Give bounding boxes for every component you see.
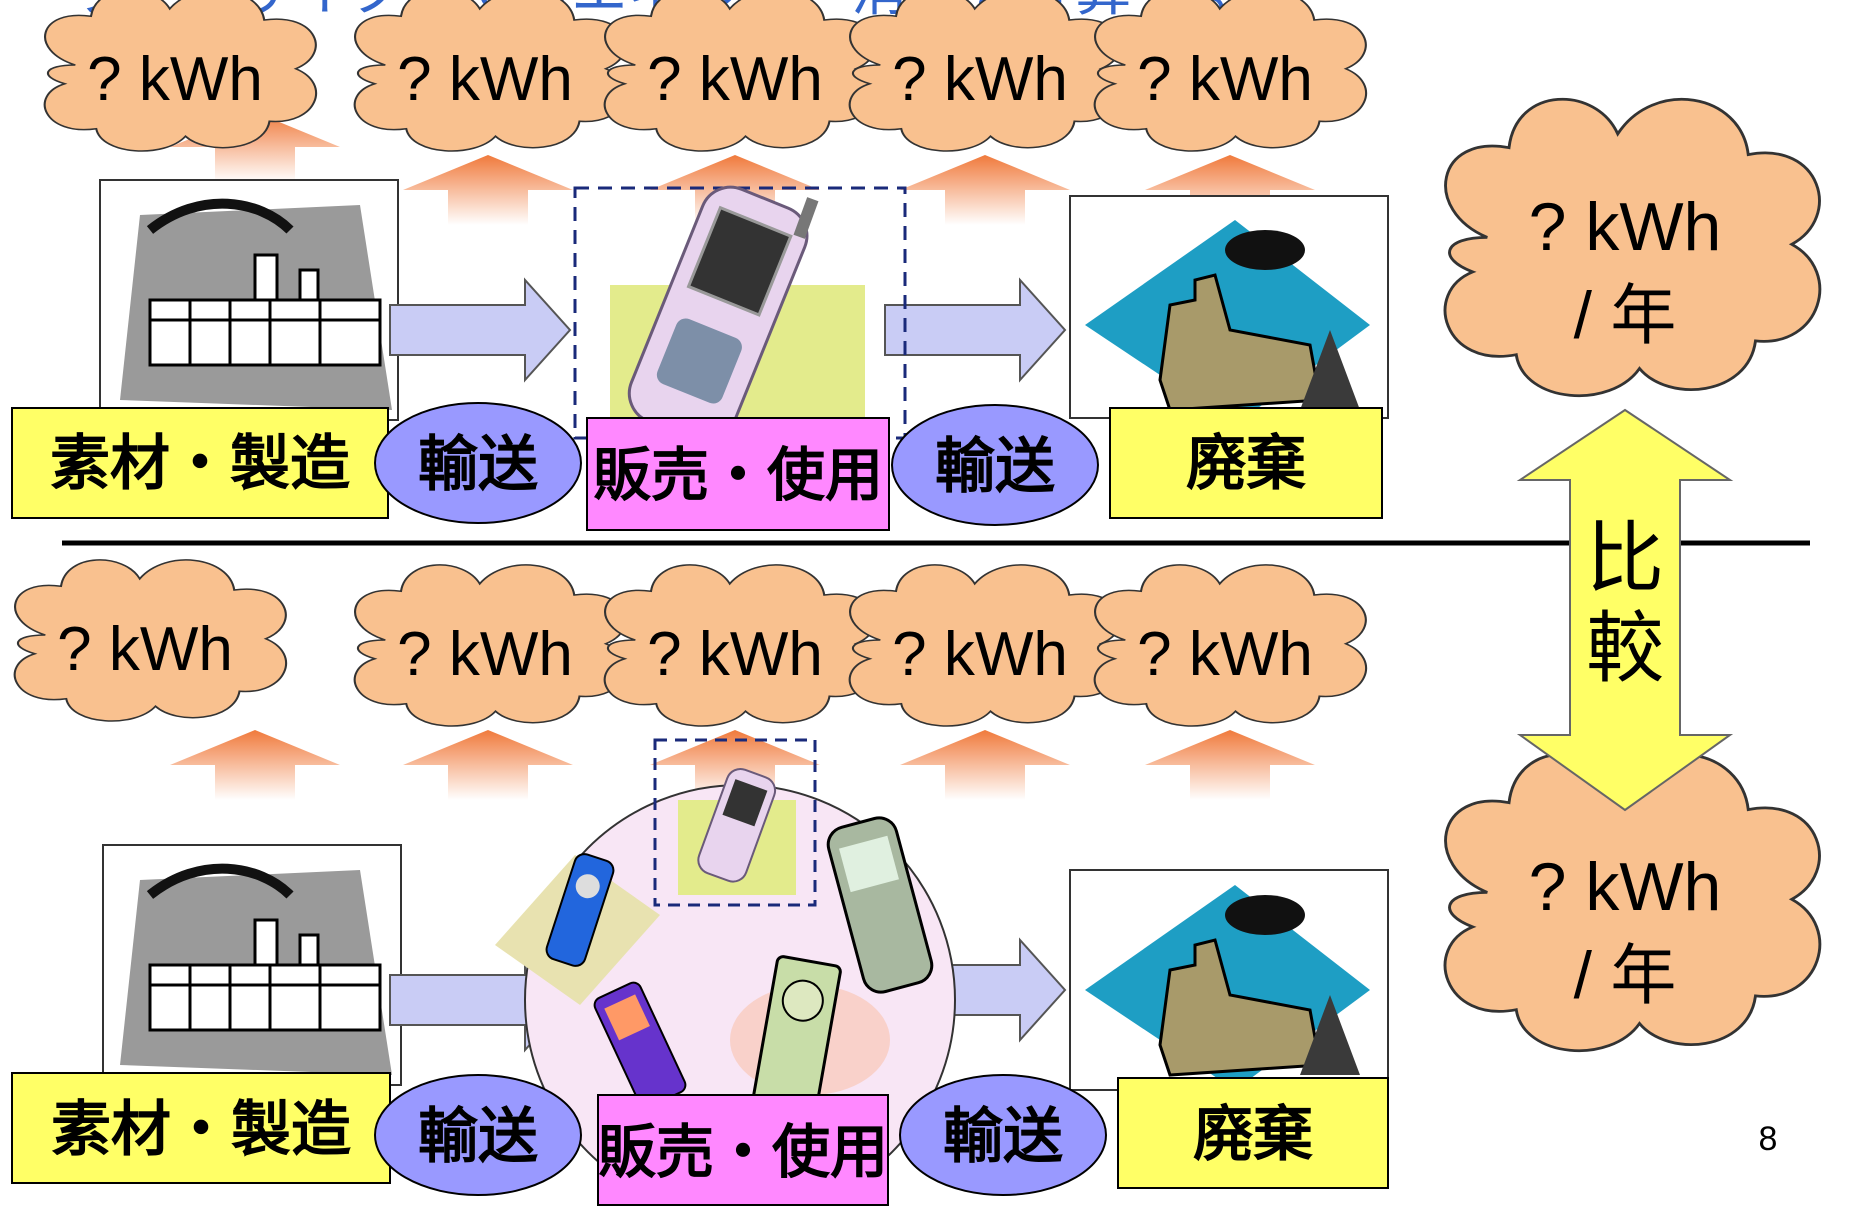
up-arrow-icon xyxy=(900,155,1070,225)
row2-stage-disposal: 廃棄 xyxy=(1193,1100,1313,1170)
stage-materials-box xyxy=(11,1072,391,1184)
up-arrow-icon xyxy=(900,730,1070,800)
row2-cloud-5: ? kWh xyxy=(1137,620,1313,689)
page-number: 8 xyxy=(1759,1120,1778,1158)
up-arrow-icon xyxy=(170,730,340,800)
transport-ellipse xyxy=(891,404,1099,526)
double-arrow-icon xyxy=(1516,408,1734,812)
row2-cloud-4: ? kWh xyxy=(892,620,1068,689)
flow-arrow-icon xyxy=(389,279,571,381)
row1-cloud-4: ? kWh xyxy=(892,45,1068,114)
stage-disposal-box xyxy=(1117,1077,1389,1189)
transport-ellipse xyxy=(374,402,582,524)
row1-stage-materials: 素材・製造 xyxy=(50,429,350,499)
row1-stage-transport-1: 輸送 xyxy=(418,430,538,500)
up-arrow-icon xyxy=(1145,730,1315,800)
row1-stage-disposal: 廃棄 xyxy=(1186,429,1306,499)
comparison: ? kWh / 年 ? kWh / 年 比 較 xyxy=(1443,97,1822,1053)
row2-stage-materials: 素材・製造 xyxy=(51,1095,351,1165)
total-bottom-line2: / 年 xyxy=(1574,938,1677,1012)
row1-cloud-1: ? kWh xyxy=(87,45,263,114)
total-top-line2: / 年 xyxy=(1574,278,1677,352)
up-arrow-icon xyxy=(650,730,820,800)
row1-stage-transport-2: 輸送 xyxy=(935,432,1055,502)
stage-disposal-box xyxy=(1109,407,1383,519)
compare-char-1: 比 xyxy=(1586,514,1664,604)
transport-ellipse xyxy=(899,1074,1107,1196)
factory-icon xyxy=(99,179,399,421)
row2: ? kWh ? kWh ? kWh ? kWh ? kWh xyxy=(11,558,1389,1206)
compare-char-2: 較 xyxy=(1586,604,1664,694)
up-arrow-icon xyxy=(403,730,573,800)
disposal-facility-icon xyxy=(1069,195,1389,425)
row2-cloud-1: ? kWh xyxy=(57,615,233,684)
mobile-phone-icon xyxy=(573,185,907,444)
up-arrow-icon xyxy=(403,155,573,225)
row1: ? kWh ? kWh ? kWh ? kWh ? kWh xyxy=(11,0,1389,531)
row1-cloud-2: ? kWh xyxy=(397,45,573,114)
up-arrow-icon xyxy=(1145,155,1315,225)
row2-cloud-2: ? kWh xyxy=(397,620,573,689)
factory-icon xyxy=(102,844,402,1086)
row1-cloud-3: ? kWh xyxy=(647,45,823,114)
total-bottom-line1: ? kWh xyxy=(1529,849,1722,925)
row1-cloud-5: ? kWh xyxy=(1137,45,1313,114)
total-top-line1: ? kWh xyxy=(1529,189,1722,265)
row2-stage-sales-use: 販売・使用 xyxy=(598,1118,888,1186)
flow-arrow-icon xyxy=(884,279,1066,381)
row2-stage-transport-2: 輸送 xyxy=(943,1102,1063,1172)
stage-sales-use-box xyxy=(586,417,890,531)
disposal-facility-icon xyxy=(1069,869,1389,1091)
stage-sales-use-box xyxy=(597,1094,889,1206)
row1-stage-sales-use: 販売・使用 xyxy=(593,441,883,509)
stage-materials-box xyxy=(11,407,389,519)
row2-stage-transport-1: 輸送 xyxy=(418,1102,538,1172)
row2-cloud-3: ? kWh xyxy=(647,620,823,689)
transport-ellipse xyxy=(374,1074,582,1196)
